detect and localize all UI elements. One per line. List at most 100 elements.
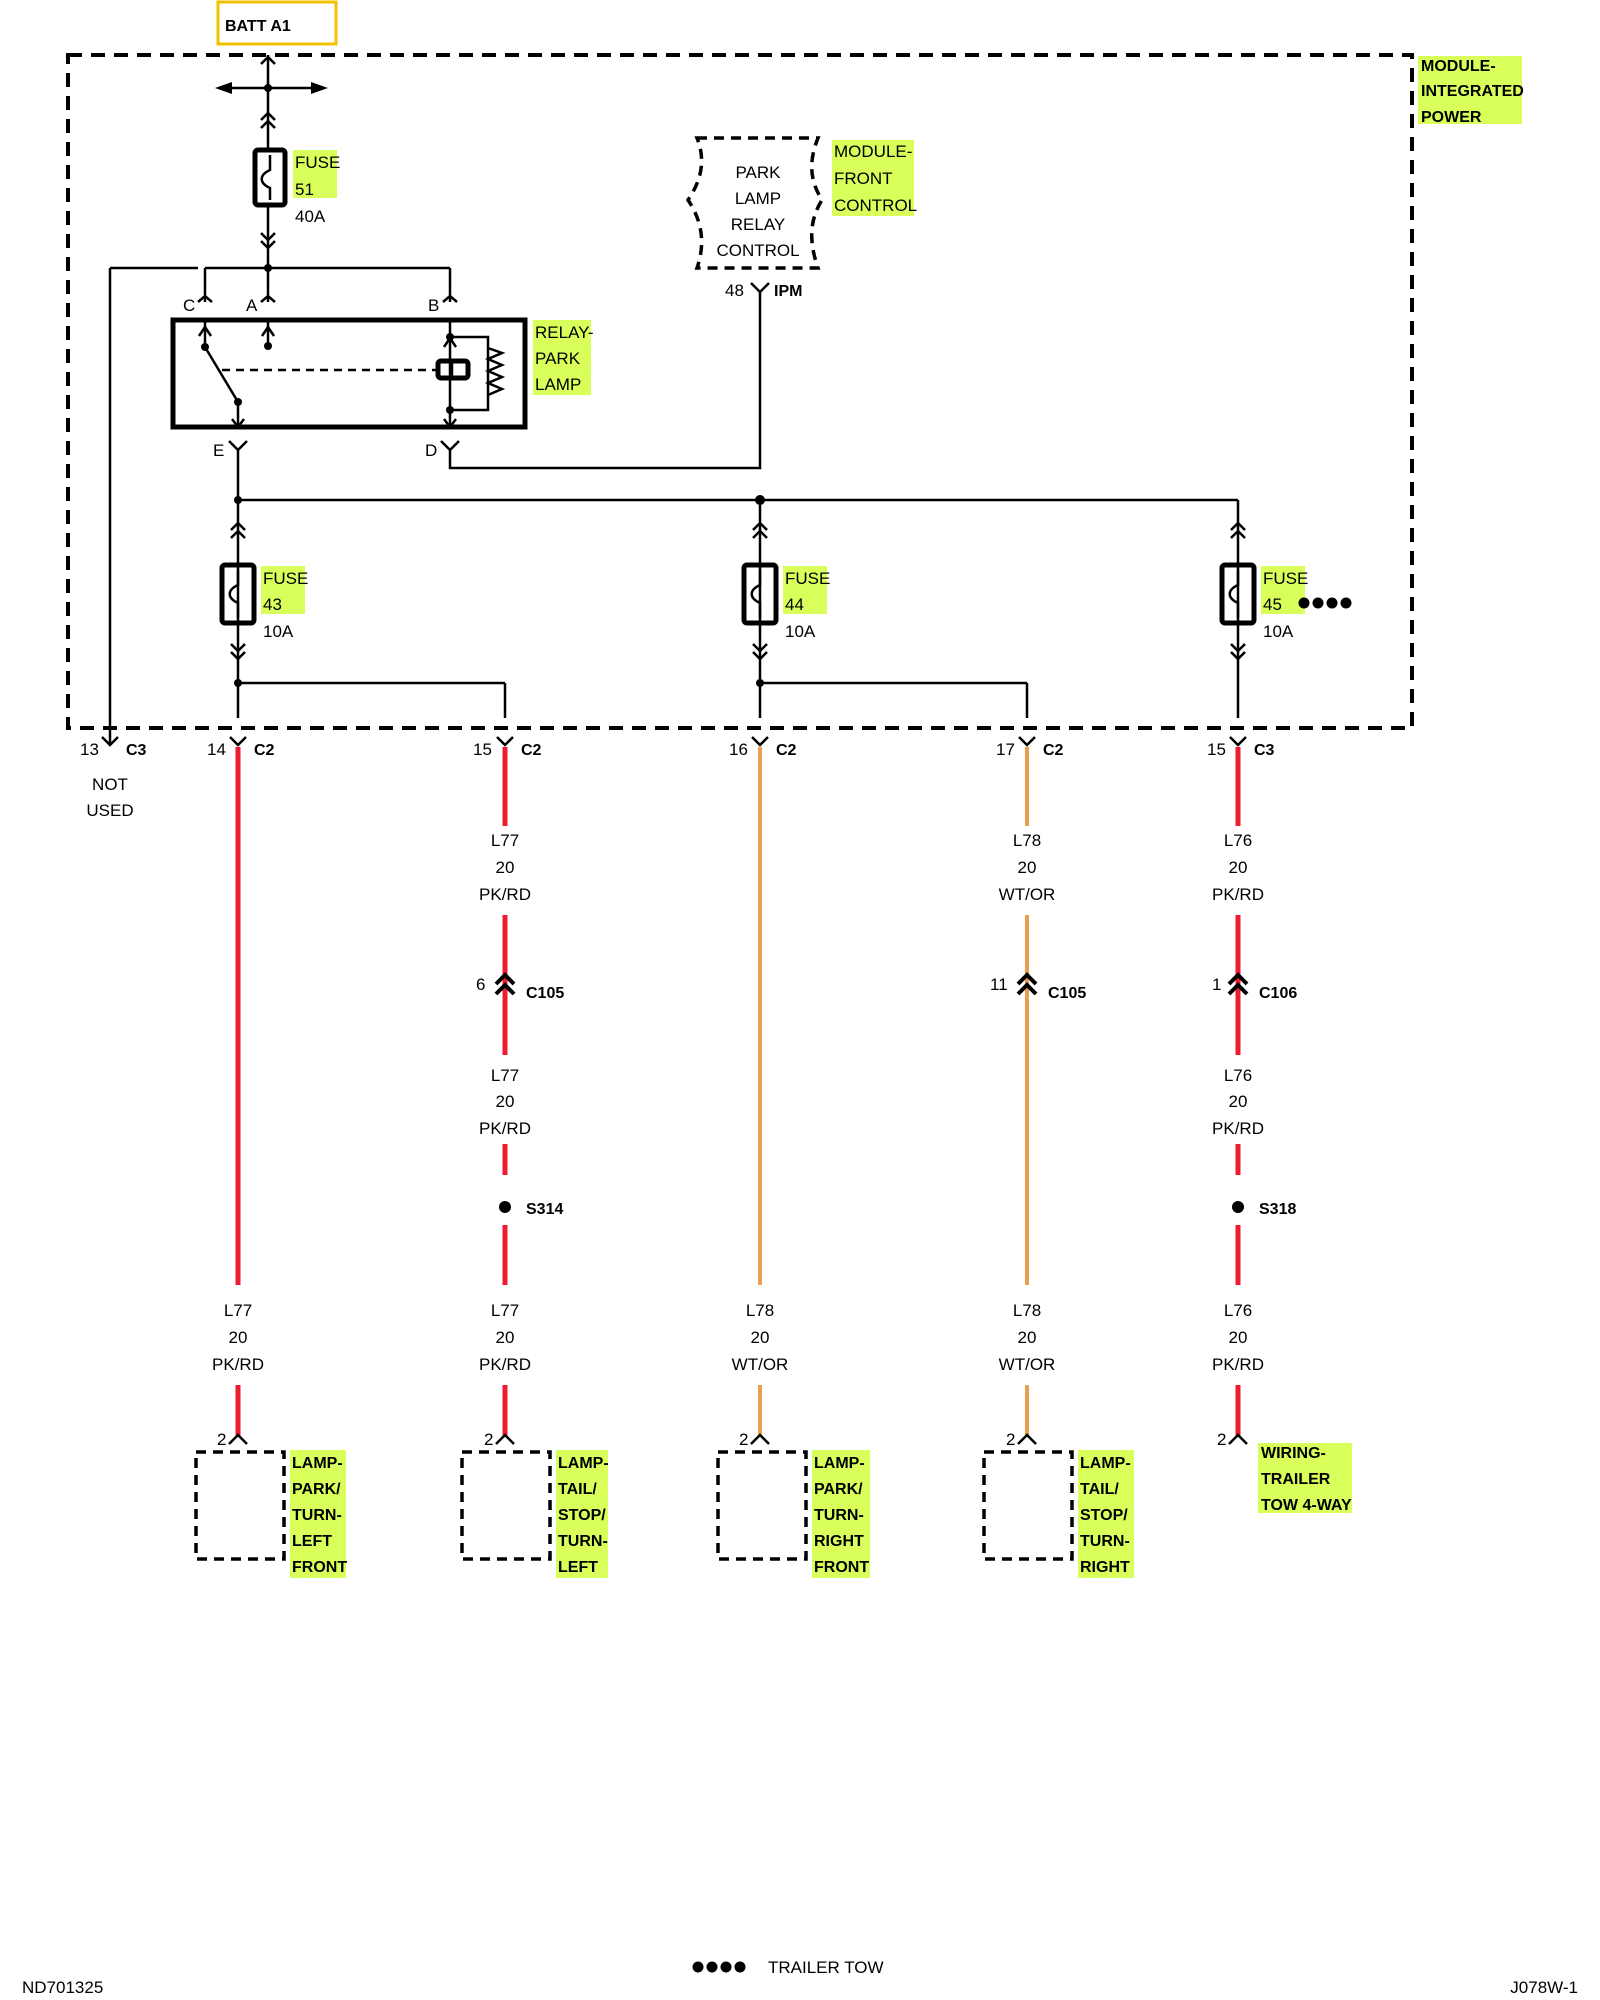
svg-text:LAMP: LAMP [535, 375, 581, 394]
batt-label: BATT A1 [225, 18, 291, 35]
fcm-text-2: LAMP [735, 189, 781, 208]
load-pin: 2 [217, 1430, 226, 1449]
connector-c105-b [1016, 972, 1038, 996]
splice-s318-dot [1232, 1201, 1244, 1213]
svg-text:10A: 10A [263, 622, 294, 641]
connector-c105-a [494, 972, 516, 996]
svg-text:TRAILER: TRAILER [1261, 1471, 1331, 1488]
relay-pin-d: D [425, 441, 437, 460]
lamp-tail-stop-turn-right-label: LAMP- TAIL/ STOP/ TURN- RIGHT [1078, 1450, 1134, 1578]
wire-gauge: 20 [1229, 1092, 1248, 1111]
svg-text:LAMP-: LAMP- [558, 1455, 609, 1472]
relay-wiring [108, 264, 458, 718]
svg-text:10A: 10A [1263, 622, 1294, 641]
svg-text:40A: 40A [295, 207, 326, 226]
module-ipm-label: MODULE- INTEGRATED POWER [1418, 56, 1524, 126]
legend-trailer-tow-dots-icon [692, 1961, 746, 1973]
wire-code: L78 [1013, 1301, 1041, 1320]
not-used-1: NOT [92, 775, 128, 794]
footer-left-code: ND701325 [22, 1978, 103, 1997]
svg-text:FRONT: FRONT [292, 1559, 347, 1576]
module-ipm-boundary [66, 53, 1414, 730]
wire-color: PK/RD [479, 1119, 531, 1138]
svg-text:51: 51 [295, 180, 314, 199]
wire-code: L77 [491, 831, 519, 850]
wire-code: L76 [1224, 831, 1252, 850]
svg-text:44: 44 [785, 595, 804, 614]
lamp-tail-stop-turn-left-label: LAMP- TAIL/ STOP/ TURN- LEFT [556, 1450, 609, 1578]
relay-park-lamp [170, 317, 528, 430]
fuse-44 [741, 562, 779, 626]
fuse-bus [230, 495, 1246, 718]
cavity-conn-13: C3 [126, 742, 147, 759]
wire-gauge: 20 [496, 1328, 515, 1347]
svg-text:FUSE: FUSE [295, 153, 340, 172]
cavity-pin-13: 13 [80, 740, 99, 759]
svg-text:FUSE: FUSE [785, 569, 830, 588]
wire-color: WT/OR [999, 1355, 1056, 1374]
cavity-conn-17: C2 [1043, 742, 1064, 759]
svg-text:STOP/: STOP/ [1080, 1507, 1128, 1524]
fuse-45-label: FUSE 45 10A [1261, 566, 1308, 641]
fuse-51 [252, 147, 288, 268]
wire-code: L76 [1224, 1066, 1252, 1085]
cavity-conn-15-c2: C2 [521, 742, 542, 759]
wire-gauge: 20 [1229, 1328, 1248, 1347]
svg-text:WIRING-: WIRING- [1261, 1445, 1326, 1462]
cavity-conn-15-c3: C3 [1254, 742, 1275, 759]
footer-right-code: J078W-1 [1510, 1978, 1578, 1997]
load-pin: 2 [1006, 1430, 1015, 1449]
fcm-pin-48-connector [750, 282, 770, 294]
inline-pin: 6 [476, 975, 485, 994]
inline-conn: C106 [1259, 985, 1297, 1002]
relay-park-lamp-label: RELAY- PARK LAMP [533, 320, 594, 395]
wire-gauge: 20 [751, 1328, 770, 1347]
relay-pin-e: E [213, 441, 224, 460]
svg-text:RIGHT: RIGHT [1080, 1559, 1130, 1576]
svg-text:INTEGRATED: INTEGRATED [1421, 83, 1524, 100]
svg-text:TURN-: TURN- [814, 1507, 864, 1524]
svg-text:45: 45 [1263, 595, 1282, 614]
relay-pin-b: B [428, 296, 439, 315]
svg-text:43: 43 [263, 595, 282, 614]
svg-text:10A: 10A [785, 622, 816, 641]
lamp-tail-stop-turn-right-box [982, 1450, 1074, 1561]
module-fcm-label: MODULE- FRONT CONTROL [832, 140, 917, 216]
svg-text:TAIL/: TAIL/ [1080, 1481, 1119, 1498]
module-fcm-box [685, 136, 825, 270]
lamp-park-turn-right-front-label: LAMP- PARK/ TURN- RIGHT FRONT [812, 1450, 870, 1578]
cavity-conn-14: C2 [254, 742, 275, 759]
fcm-text-4: CONTROL [716, 241, 799, 260]
legend-trailer-tow: TRAILER TOW [768, 1958, 884, 1977]
fuse-44-label: FUSE 44 10A [783, 566, 830, 641]
svg-text:CONTROL: CONTROL [834, 196, 917, 215]
cavity-pin-15-c3: 15 [1207, 740, 1226, 759]
lamp-park-turn-left-front-label: LAMP- PARK/ TURN- LEFT FRONT [290, 1450, 347, 1578]
wire-gauge: 20 [1229, 858, 1248, 877]
trailer-tow-dots-icon [1298, 597, 1352, 609]
svg-text:FUSE: FUSE [1263, 569, 1308, 588]
cavity-connectors [101, 718, 1247, 747]
svg-text:PARK/: PARK/ [814, 1481, 863, 1498]
wire-gauge: 20 [229, 1328, 248, 1347]
fcm-pin: 48 [725, 281, 744, 300]
fcm-conn: IPM [774, 283, 802, 300]
lamp-tail-stop-turn-left-box [460, 1450, 552, 1561]
wire-gauge: 20 [1018, 858, 1037, 877]
load-pin-connectors [228, 1433, 1248, 1445]
fuse-43-label: FUSE 43 10A [261, 566, 308, 641]
svg-text:MODULE-: MODULE- [834, 142, 912, 161]
wire-color: PK/RD [1212, 1355, 1264, 1374]
relay-pin-c: C [183, 296, 195, 315]
wire-code: L76 [1224, 1301, 1252, 1320]
not-used-2: USED [86, 801, 133, 820]
svg-text:STOP/: STOP/ [558, 1507, 606, 1524]
svg-text:FRONT: FRONT [814, 1559, 869, 1576]
load-pin: 2 [1217, 1430, 1226, 1449]
wire-code: L77 [491, 1301, 519, 1320]
connector-c106 [1227, 972, 1249, 996]
splice-s314: S314 [526, 1201, 563, 1218]
wire-color: PK/RD [479, 1355, 531, 1374]
wire-gauge: 20 [496, 858, 515, 877]
svg-text:MODULE-: MODULE- [1421, 58, 1496, 75]
